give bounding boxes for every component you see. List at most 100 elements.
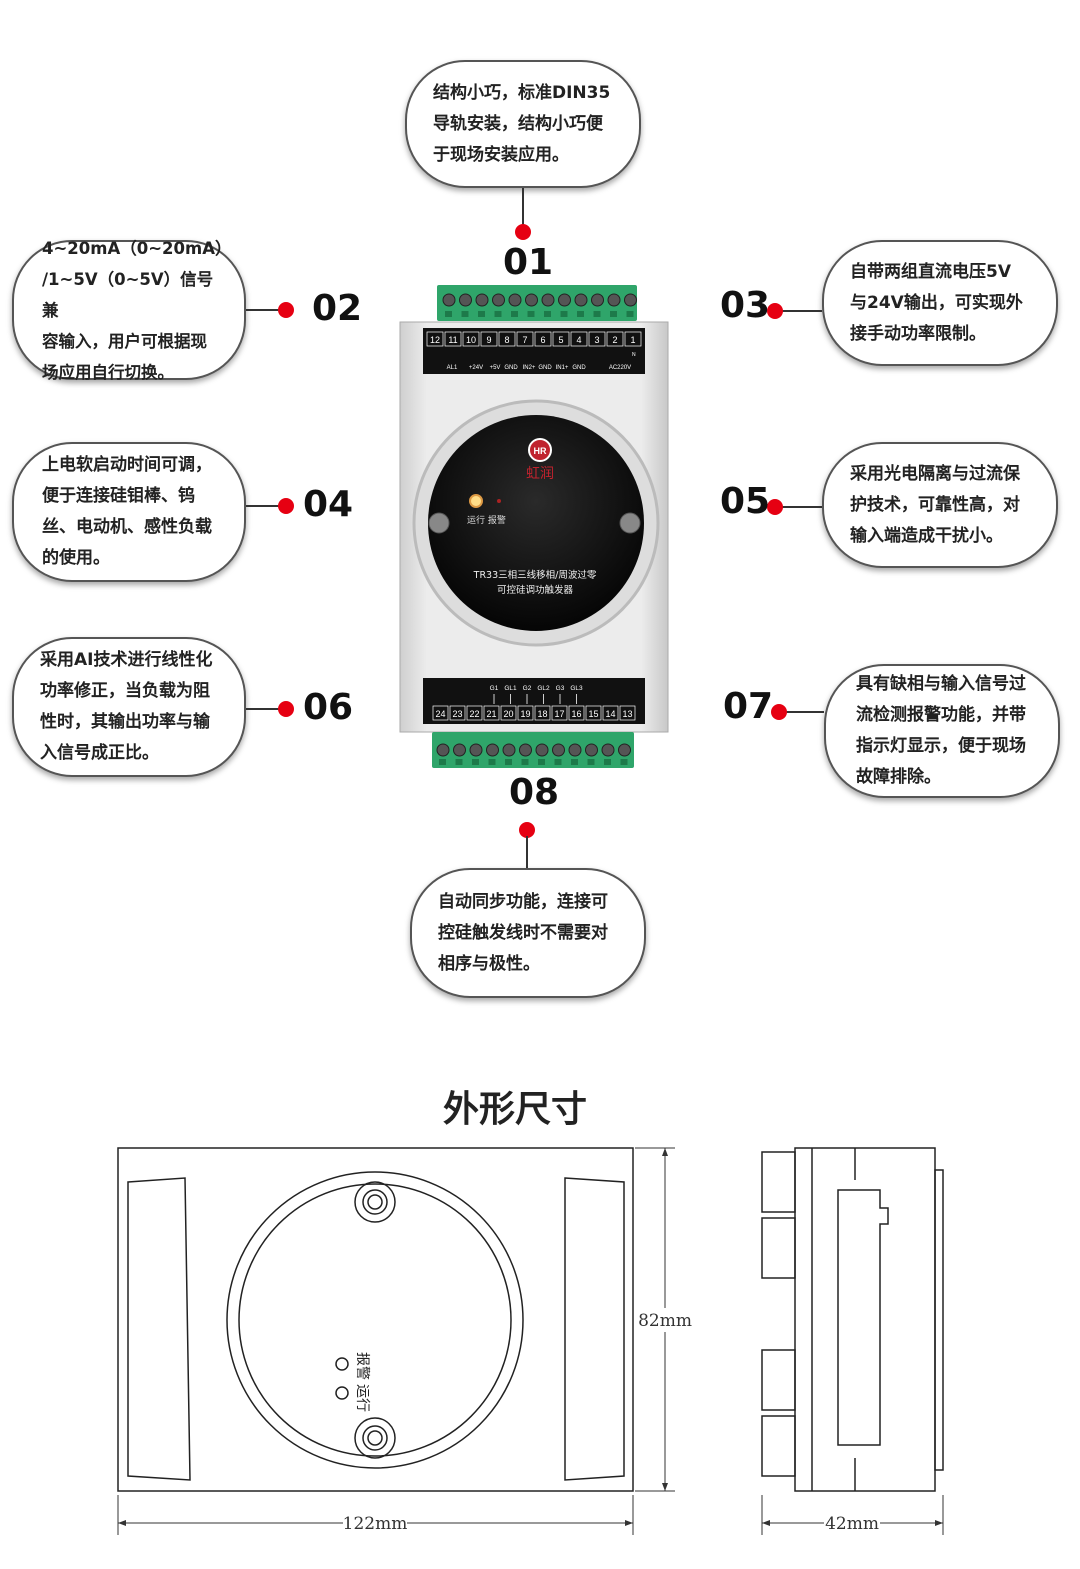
callout-dot-03 — [767, 303, 783, 319]
front-panel-disc — [428, 415, 644, 631]
run-led — [469, 494, 483, 508]
height-dimension: 82mm — [638, 1311, 692, 1331]
terminal-screw — [453, 743, 466, 757]
alarm-led — [497, 499, 501, 503]
terminal-number-box — [516, 331, 534, 347]
top-terminal-number: 7 — [522, 335, 527, 345]
top-terminal-label: IN2+ — [523, 365, 536, 371]
bottom-terminal-block — [432, 732, 634, 768]
right-screw — [619, 512, 641, 534]
terminal-slot — [494, 311, 502, 317]
feature-text-07: 具有缺相与输入信号过流检测报警功能，并带指示灯显示，便于现场故障排除。 — [856, 674, 1026, 787]
terminal-slot — [439, 759, 446, 765]
terminal-slot — [488, 759, 496, 765]
bottom-terminal-number: 23 — [452, 709, 462, 719]
front-indicator-label-2: 报警 — [354, 1352, 370, 1380]
bottom-terminal-number: 15 — [588, 709, 598, 719]
terminal-number-box — [606, 331, 624, 347]
top-terminal-number: 6 — [540, 335, 545, 345]
terminal-number-box — [588, 331, 606, 347]
terminal-screw — [502, 743, 516, 757]
terminal-screw — [618, 743, 631, 757]
feature-number-03: 03 — [720, 285, 771, 326]
terminal-number-box — [426, 331, 444, 347]
top-terminal-label-n: N — [632, 352, 636, 358]
bottom-terminal-label: G2 — [523, 685, 532, 692]
terminal-number-box — [534, 331, 552, 347]
terminal-number-box — [568, 705, 585, 721]
terminal-slot — [587, 759, 595, 765]
front-view-drawing: 报警 运行 122mm 82mm — [117, 1147, 692, 1535]
terminal-screw — [535, 743, 549, 757]
bottom-terminal-label: G1 — [490, 685, 499, 692]
terminal-number-box — [534, 705, 551, 721]
logo-circle — [528, 438, 552, 462]
feature-number-04: 04 — [303, 484, 354, 525]
top-terminal-number: 12 — [430, 335, 440, 345]
callout-dot-01 — [515, 224, 531, 240]
terminal-screw — [624, 293, 637, 307]
top-terminal-number: 4 — [576, 335, 581, 345]
feature-number-07: 07 — [723, 686, 774, 727]
terminal-screw — [541, 293, 555, 307]
feature-number-05: 05 — [720, 481, 771, 522]
bottom-terminal-number: 24 — [435, 709, 445, 719]
terminal-screw — [601, 743, 615, 757]
terminal-screw — [552, 743, 565, 757]
feature-bubble-02: 4~20mA（0~20mA）/1~5V（0~5V）信号兼容输入，用户可根据现场应… — [12, 239, 246, 382]
terminal-number-box — [462, 331, 480, 347]
terminal-number-box — [570, 331, 588, 347]
callout-dot-05 — [767, 499, 783, 515]
top-terminal-label: GND — [572, 365, 586, 371]
terminal-slot — [604, 759, 611, 765]
terminal-screw — [574, 293, 588, 307]
top-terminal-number: 9 — [486, 335, 491, 345]
terminal-slot — [478, 311, 485, 317]
feature-text-06: 采用AI技术进行线性化功率修正，当负载为阻性时，其输出功率与输入信号成正比。 — [40, 650, 213, 763]
feature-number-02: 02 — [312, 288, 363, 329]
terminal-number-box — [624, 331, 642, 347]
terminal-screw — [469, 743, 483, 757]
callout-dot-07 — [771, 704, 787, 720]
bottom-terminal-number: 18 — [537, 709, 547, 719]
front-indicator-label-1: 运行 — [354, 1384, 370, 1412]
terminal-slot — [538, 759, 545, 765]
terminal-slot — [626, 311, 634, 317]
terminal-number-box — [444, 331, 462, 347]
bottom-terminal-label: GL3 — [570, 685, 583, 692]
model-line-1: TR33三相三线移相/周波过零 — [473, 569, 597, 581]
feature-number-08: 08 — [509, 772, 560, 813]
indicator-label: 运行 报警 — [467, 514, 506, 526]
bottom-terminal-number: 21 — [486, 709, 496, 719]
terminal-number-box — [500, 705, 517, 721]
bottom-terminal-label: GL2 — [537, 685, 550, 692]
top-terminal-number: 2 — [612, 335, 617, 345]
bottom-terminal-label: GL1 — [504, 685, 517, 692]
top-terminal-number: 1 — [630, 335, 635, 345]
terminal-number-box — [602, 705, 619, 721]
top-terminal-number: 8 — [504, 335, 509, 345]
feature-text-05: 采用光电隔离与过流保护技术，可靠性高，对输入端造成干扰小。 — [850, 463, 1020, 546]
callout-dot-06 — [278, 701, 294, 717]
feature-number-01: 01 — [503, 242, 554, 283]
terminal-slot — [571, 759, 578, 765]
feature-bubble-06: 采用AI技术进行线性化功率修正，当负载为阻性时，其输出功率与输入信号成正比。 — [12, 637, 246, 777]
terminal-slot — [544, 311, 551, 317]
terminal-number-box — [619, 705, 636, 721]
dimensions-title: 外形尺寸 — [442, 1089, 587, 1130]
feature-bubble-04: 上电软启动时间可调，便于连接硅钼棒、钨丝、电动机、感性负载的使用。 — [12, 442, 246, 582]
terminal-slot — [455, 759, 463, 765]
terminal-number-box — [517, 705, 534, 721]
terminal-number-box — [449, 705, 466, 721]
bottom-terminal-number: 17 — [554, 709, 564, 719]
terminal-screw — [492, 293, 505, 307]
top-terminal-label: +24V — [469, 365, 483, 371]
bottom-terminal-number: 14 — [605, 709, 615, 719]
terminal-screw — [607, 293, 621, 307]
width-dimension: 122mm — [343, 1514, 408, 1534]
terminal-screw — [436, 743, 450, 757]
